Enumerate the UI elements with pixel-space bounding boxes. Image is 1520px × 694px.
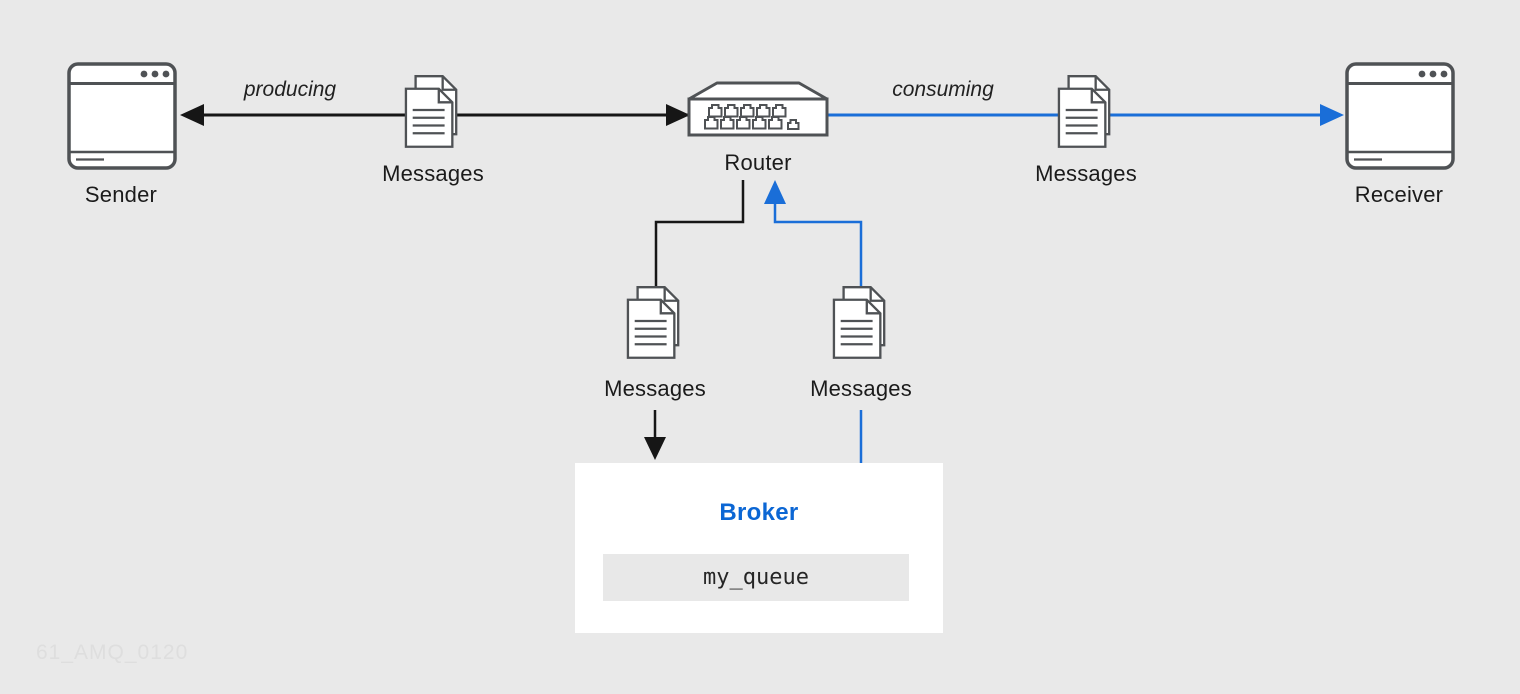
arrowhead-into-router (666, 104, 690, 126)
producing-label: producing (243, 78, 337, 101)
messages-to-broker-documents-icon (626, 286, 680, 359)
messages-to-broker-label: Messages (604, 376, 706, 401)
receiver-window-icon (1345, 62, 1455, 170)
sender-window-icon (67, 62, 177, 170)
messages-from-broker-documents-icon (832, 286, 886, 359)
broker-box: Broker my_queue (575, 463, 943, 633)
watermark-id: 61_AMQ_0120 (36, 641, 189, 664)
sender-label: Sender (84, 182, 158, 207)
queue-box: my_queue (603, 554, 909, 601)
router-to-broker-messages-line (654, 180, 745, 286)
broker-messages-to-router-line (773, 202, 863, 286)
broker-title: Broker (719, 499, 799, 526)
arrowhead-into-receiver (1320, 104, 1344, 126)
arrowhead-up-into-router (764, 180, 786, 204)
receiver-label: Receiver (1354, 182, 1444, 207)
consuming-label: consuming (892, 78, 994, 101)
queue-name: my_queue (703, 565, 809, 590)
messages-producing-label: Messages (382, 161, 484, 186)
messages-consuming-label: Messages (1035, 161, 1137, 186)
arrowhead-into-broker (644, 437, 666, 460)
messages-from-broker-label: Messages (810, 376, 912, 401)
messages-producing-documents-icon (404, 75, 458, 148)
router-icon (687, 81, 829, 137)
arrowhead-into-sender (180, 104, 204, 126)
router-label: Router (724, 150, 792, 175)
messages-consuming-documents-icon (1057, 75, 1111, 148)
